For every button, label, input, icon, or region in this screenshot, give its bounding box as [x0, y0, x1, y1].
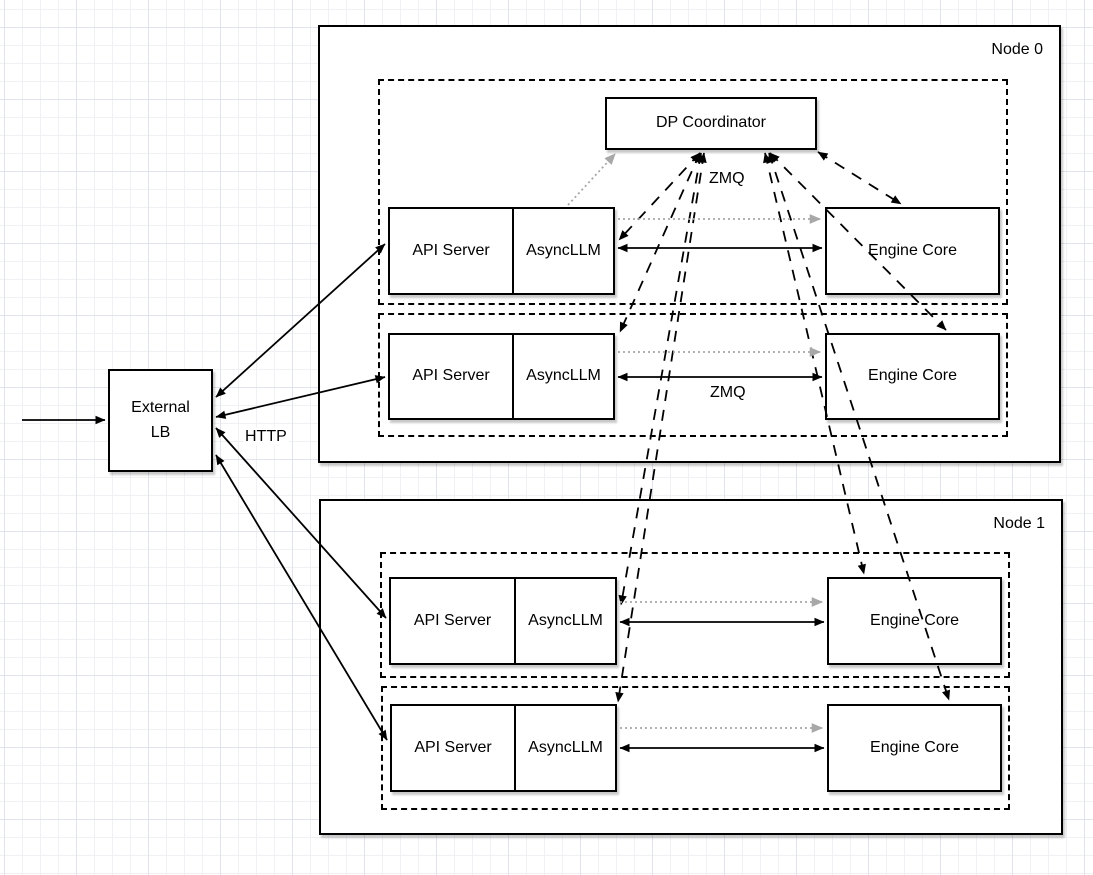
- edge-coordinator-asyncllm-n1r2[interactable]: [615, 152, 707, 703]
- api-server-cell[interactable]: API Server: [414, 738, 492, 756]
- api-server-cell[interactable]: API Server: [412, 367, 490, 385]
- api-server-asyncllm-box-n1r2[interactable]: API Server AsyncLLM: [390, 704, 617, 792]
- node0-label: Node 0: [991, 41, 1043, 58]
- asyncllm-cell[interactable]: AsyncLLM: [512, 335, 613, 418]
- dp-coordinator-label: DP Coordinator: [656, 114, 766, 132]
- api-server-cell[interactable]: API Server: [413, 611, 492, 629]
- engine-core-box-n1r1[interactable]: Engine Core: [827, 577, 1002, 665]
- external-lb-box[interactable]: External LB: [108, 369, 213, 472]
- asyncllm-cell[interactable]: AsyncLLM: [514, 579, 615, 663]
- asyncllm-cell[interactable]: AsyncLLM: [514, 706, 615, 790]
- engine-core-label: Engine Core: [868, 367, 957, 385]
- edge-lb-apiserver-n1r2[interactable]: [215, 454, 388, 741]
- engine-core-box-n0r2[interactable]: Engine Core: [825, 333, 1000, 420]
- api-server-asyncllm-box-n0r1[interactable]: API Server AsyncLLM: [388, 207, 615, 295]
- dp-coordinator-box[interactable]: DP Coordinator: [605, 97, 817, 150]
- api-server-asyncllm-box-n1r1[interactable]: API Server AsyncLLM: [389, 577, 617, 665]
- api-server-asyncllm-box-n0r2[interactable]: API Server AsyncLLM: [388, 333, 615, 420]
- api-server-cell[interactable]: API Server: [412, 241, 490, 259]
- zmq-label-row: ZMQ: [708, 384, 748, 402]
- http-label: HTTP: [243, 428, 289, 446]
- zmq-label-coordinator: ZMQ: [707, 170, 747, 188]
- engine-core-label: Engine Core: [868, 241, 957, 259]
- engine-core-box-n0r1[interactable]: Engine Core: [825, 207, 1000, 295]
- edge-lb-apiserver-n0r2[interactable]: [215, 375, 386, 419]
- edge-coordinator-enginecore-n1r2[interactable]: [767, 152, 951, 701]
- asyncllm-cell[interactable]: AsyncLLM: [512, 209, 613, 293]
- engine-core-label: Engine Core: [870, 738, 959, 756]
- edge-asyncllm-coordinator-dotted[interactable]: [567, 153, 616, 206]
- node1-label: Node 1: [993, 515, 1045, 532]
- engine-core-box-n1r2[interactable]: Engine Core: [827, 704, 1002, 792]
- engine-core-label: Engine Core: [870, 611, 959, 629]
- external-lb-label: External LB: [131, 398, 190, 441]
- edge-lb-apiserver-n0r1[interactable]: [215, 243, 386, 398]
